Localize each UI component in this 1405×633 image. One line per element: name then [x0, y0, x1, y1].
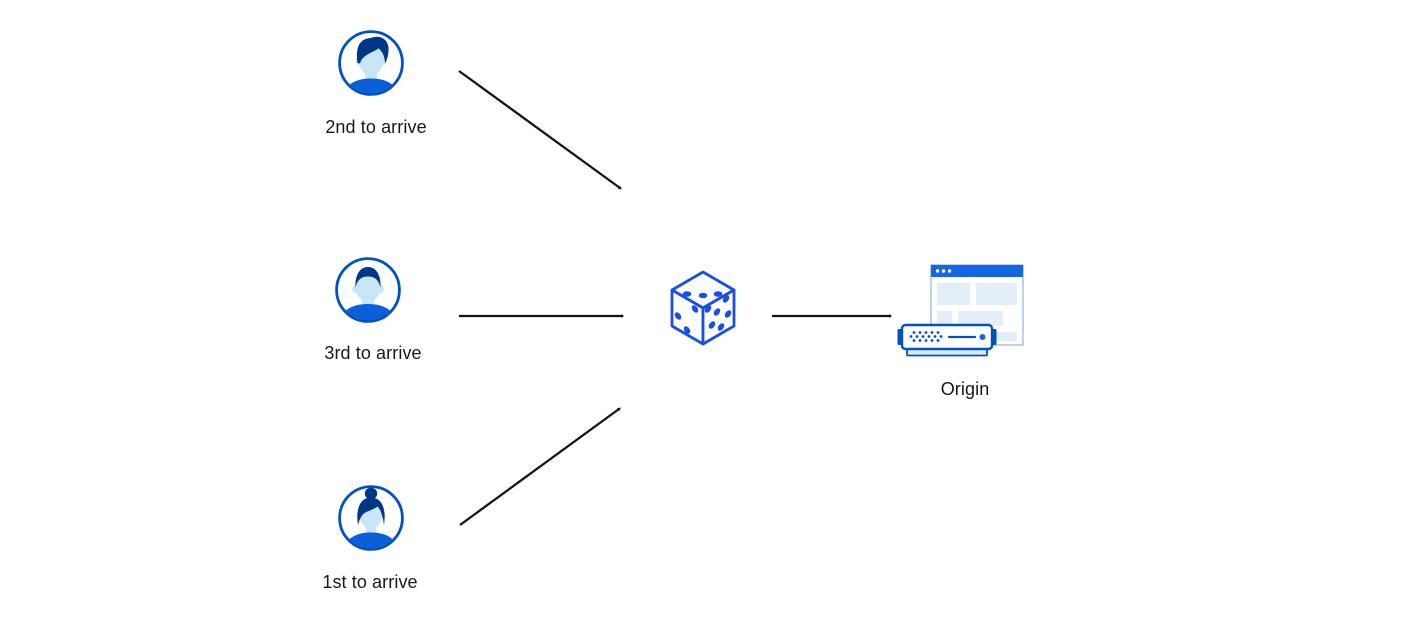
origin-node — [897, 263, 1029, 365]
arrow-visitor-bottom-to-dice — [459, 409, 619, 526]
visitor-top-label: 2nd to arrive — [325, 117, 427, 137]
origin-label: Origin — [940, 379, 990, 399]
visitor-bottom-label: 1st to arrive — [322, 572, 418, 592]
server-led-icon — [979, 334, 986, 340]
visitor-middle-node — [334, 256, 402, 324]
man-short-hair-avatar-icon — [335, 257, 401, 323]
visitor-bottom-node — [337, 484, 405, 552]
arrow-visitor-top-to-dice — [458, 70, 620, 188]
woman-bun-avatar-icon — [338, 485, 404, 551]
man-quiff-avatar-icon — [338, 30, 404, 96]
dice-icon — [670, 270, 736, 346]
origin-server-icon — [897, 264, 1024, 357]
dice-node — [668, 269, 738, 347]
visitor-middle-label: 3rd to arrive — [324, 343, 422, 363]
visitor-top-node — [337, 29, 405, 97]
server-vent-dots — [909, 331, 943, 342]
server-body-icon — [900, 323, 994, 351]
